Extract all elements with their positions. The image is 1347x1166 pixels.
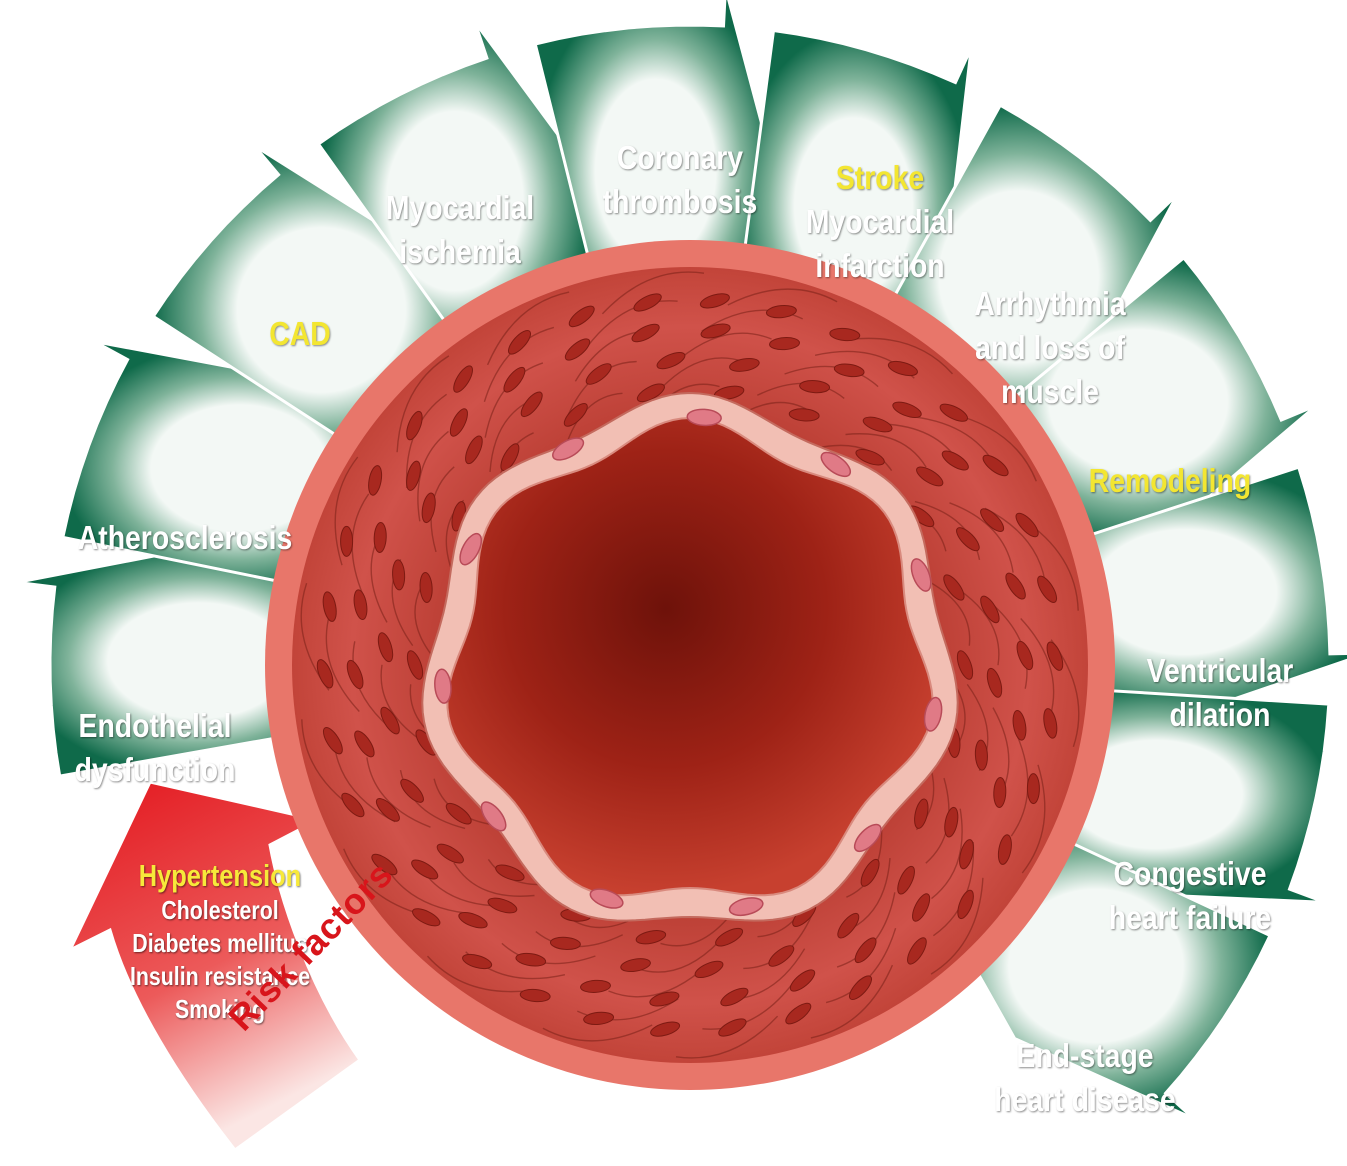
stage-label-cad: CAD (248, 268, 351, 400)
muscle-cell-nucleus (341, 526, 353, 556)
stage-label-myocardial-ischemia: Myocardialischemia (365, 142, 554, 318)
stage-label-ventricular-dilation: Ventriculardilation (1121, 605, 1319, 781)
risk-factor-hypertension: Hypertension (118, 858, 323, 894)
stage-label-coronary-thrombosis: Coronarythrombosis (585, 92, 774, 268)
muscle-cell-nucleus (1027, 774, 1039, 804)
stage-label-endothelial-dysfunction: Endothelialdysfunction (56, 660, 254, 836)
stage-label-remodeling: Remodeling (1071, 415, 1269, 547)
stage-label-atherosclerosis: Atherosclerosis (69, 472, 301, 604)
risk-factor-cholesterol: Cholesterol (118, 894, 323, 927)
